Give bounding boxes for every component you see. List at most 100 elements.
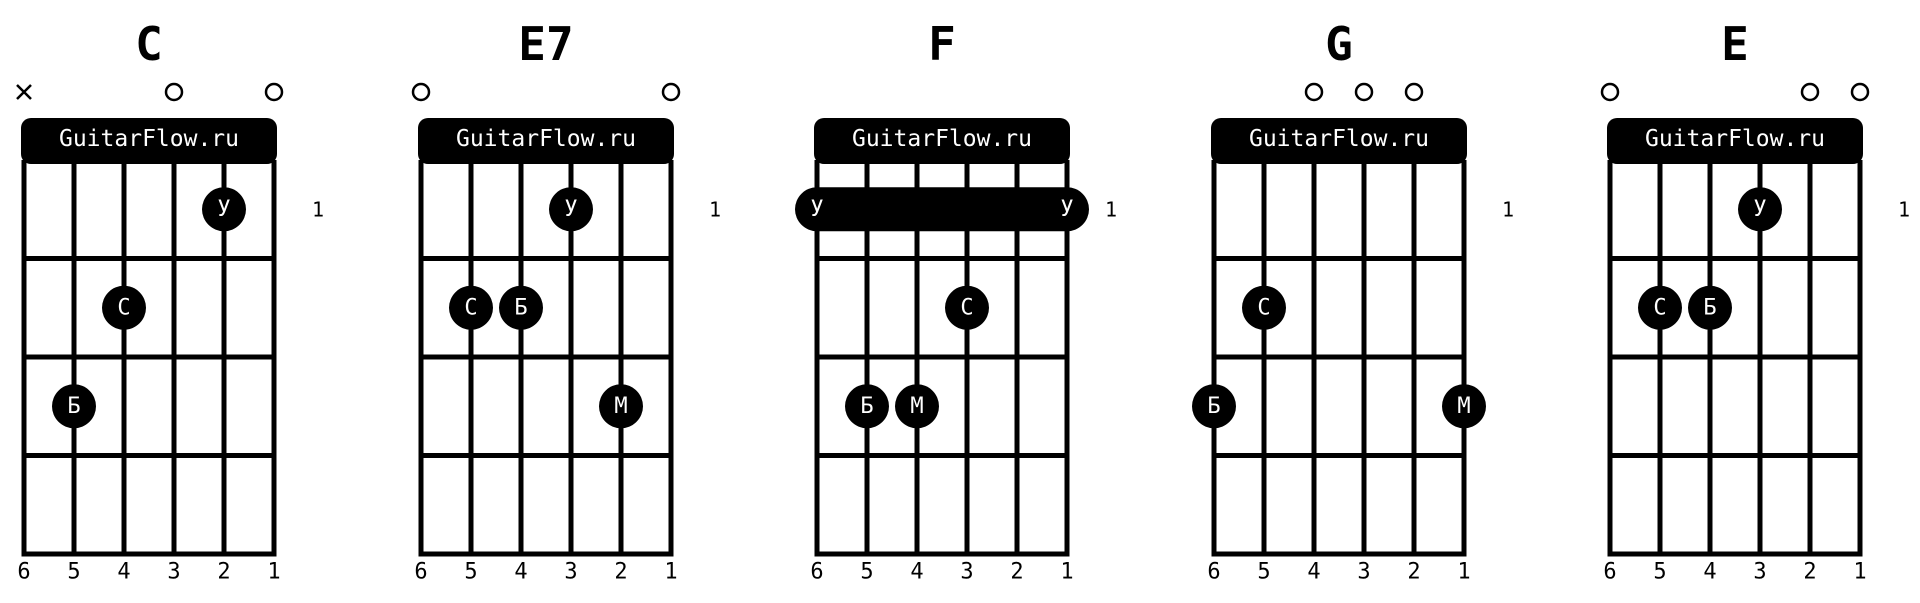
finger-label: Б: [1207, 394, 1220, 419]
string-number-label: 4: [1703, 560, 1716, 585]
string-number-label: 6: [1207, 560, 1220, 585]
finger-dot: [1638, 285, 1682, 330]
fretboard-header: [814, 118, 1070, 164]
finger-label: Б: [514, 295, 527, 320]
chord-diagram-f: F GuitarFlow.ru 1 У У С Б М 6 5 4 3 2 1: [795, 17, 1117, 585]
chord-name: E: [1721, 17, 1749, 71]
fretboard-header: [418, 118, 674, 164]
finger-dot: [845, 384, 889, 429]
finger-dot: [1192, 384, 1236, 429]
string-number-label: 3: [960, 560, 973, 585]
finger-label: С: [960, 295, 973, 320]
finger-dot: [945, 285, 989, 330]
string-number-label: 2: [1010, 560, 1023, 585]
finger-label: С: [1257, 295, 1270, 320]
string-number-label: 6: [17, 560, 30, 585]
string-number-label: 6: [1603, 560, 1616, 585]
finger-label: У: [217, 197, 230, 222]
string-number-label: 6: [810, 560, 823, 585]
open-string-marker: [1304, 82, 1324, 102]
finger-dot: [52, 384, 96, 429]
finger-dot: [102, 285, 146, 330]
brand-label: GuitarFlow.ru: [1645, 126, 1825, 152]
string-number-label: 1: [267, 560, 280, 585]
brand-label: GuitarFlow.ru: [852, 126, 1032, 152]
finger-label: Б: [860, 394, 873, 419]
string-number-label: 5: [860, 560, 873, 585]
finger-dot: [1738, 187, 1782, 232]
finger-label: С: [464, 295, 477, 320]
finger-label: М: [614, 394, 627, 419]
finger-dot: [1242, 285, 1286, 330]
chord-diagram-c: C GuitarFlow.ru 1 У С Б 6 5 4 3 2 1: [16, 17, 324, 585]
open-string-marker: [1850, 82, 1870, 102]
string-number-label: 4: [514, 560, 527, 585]
string-number-label: 5: [1653, 560, 1666, 585]
string-number-label: 5: [1257, 560, 1270, 585]
muted-string-marker: [16, 84, 32, 100]
string-number-label: 1: [1853, 560, 1866, 585]
fretboard-header: [1211, 118, 1467, 164]
finger-label: С: [117, 295, 130, 320]
open-string-marker: [264, 82, 284, 102]
brand-label: GuitarFlow.ru: [59, 126, 239, 152]
barre-bar: [795, 187, 1089, 232]
fret-number-label: 1: [1502, 197, 1514, 221]
open-string-marker: [1404, 82, 1424, 102]
open-string-marker: [1800, 82, 1820, 102]
finger-dot: [895, 384, 939, 429]
fretboard-header: [1607, 118, 1863, 164]
open-string-marker: [1600, 82, 1620, 102]
string-number-label: 3: [564, 560, 577, 585]
finger-dot: [599, 384, 643, 429]
string-number-label: 3: [167, 560, 180, 585]
chord-name: E7: [518, 17, 573, 71]
string-number-label: 3: [1357, 560, 1370, 585]
string-number-label: 4: [1307, 560, 1320, 585]
string-number-label: 5: [464, 560, 477, 585]
string-number-label: 2: [614, 560, 627, 585]
finger-dot: [449, 285, 493, 330]
finger-dot: [1688, 285, 1732, 330]
chord-name: C: [135, 17, 163, 71]
string-number-label: 1: [1060, 560, 1073, 585]
fret-number-label: 1: [1898, 197, 1910, 221]
finger-label: У: [564, 197, 577, 222]
string-number-label: 4: [117, 560, 130, 585]
chord-name: F: [928, 17, 956, 71]
finger-dot: [499, 285, 543, 330]
string-number-label: 2: [1407, 560, 1420, 585]
open-string-marker: [164, 82, 184, 102]
string-number-label: 2: [217, 560, 230, 585]
string-number-label: 1: [1457, 560, 1470, 585]
string-number-label: 5: [67, 560, 80, 585]
fret-number-label: 1: [1105, 197, 1117, 221]
finger-dot: [1442, 384, 1486, 429]
string-number-label: 3: [1753, 560, 1766, 585]
barre-finger-label: У: [810, 197, 823, 222]
chord-name: G: [1325, 17, 1353, 71]
open-string-marker: [1354, 82, 1374, 102]
fretboard-header: [21, 118, 277, 164]
string-number-label: 4: [910, 560, 923, 585]
open-string-marker: [661, 82, 681, 102]
brand-label: GuitarFlow.ru: [456, 126, 636, 152]
finger-label: М: [910, 394, 923, 419]
finger-label: М: [1457, 394, 1470, 419]
fret-number-label: 1: [312, 197, 324, 221]
finger-dot: [549, 187, 593, 232]
open-string-marker: [411, 82, 431, 102]
fret-number-label: 1: [709, 197, 721, 221]
finger-label: Б: [67, 394, 80, 419]
finger-label: С: [1653, 295, 1666, 320]
string-number-label: 6: [414, 560, 427, 585]
barre-finger-label: У: [1060, 197, 1073, 222]
finger-dot: [202, 187, 246, 232]
brand-label: GuitarFlow.ru: [1249, 126, 1429, 152]
finger-label: Б: [1703, 295, 1716, 320]
